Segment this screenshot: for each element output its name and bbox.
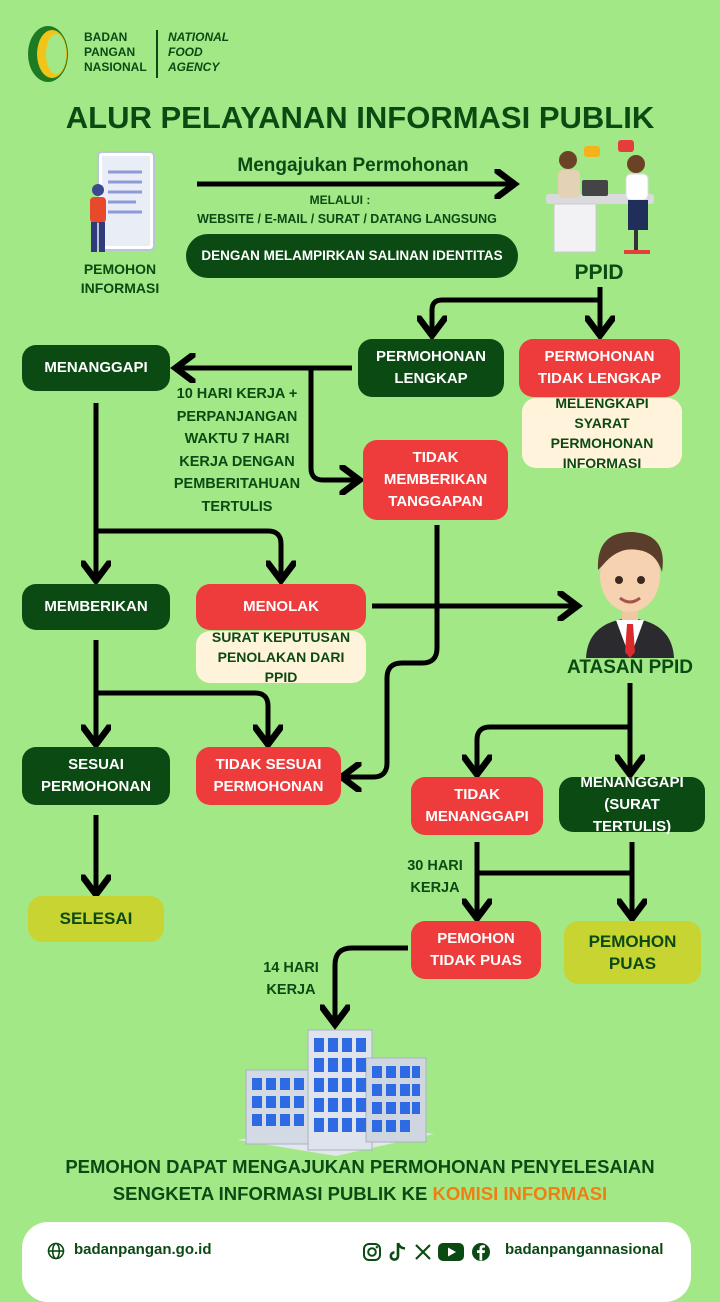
melengkapi-syarat-box: MELENGKAPI SYARAT PERMOHONAN INFORMASI	[522, 395, 682, 471]
menolak-box: MENOLAK	[196, 584, 366, 630]
logo-line-3: NASIONAL	[84, 60, 147, 74]
agency-line-3: AGENCY	[168, 60, 220, 74]
youtube-icon[interactable]	[438, 1243, 464, 1261]
globe-icon	[47, 1242, 65, 1260]
note-30-hari: 30 HARI KERJA	[407, 858, 463, 896]
arrow-to-tidak-memberikan	[308, 368, 357, 480]
pemohon-line-2: INFORMASI	[80, 280, 160, 296]
arrow-to-komisi	[335, 945, 408, 1022]
bottom-statement: PEMOHON DAPAT MENGAJUKAN PERMOHONAN PENY…	[0, 1153, 720, 1207]
arrow-to-tidak-sesuai	[96, 690, 268, 742]
x-icon[interactable]	[414, 1243, 432, 1261]
tidak-menanggapi-box: TIDAK MENANGGAPI	[411, 777, 543, 835]
arrow-to-tidak-menanggapi	[477, 724, 630, 772]
page-title: ALUR PELAYANAN INFORMASI PUBLIK	[65, 100, 655, 135]
logo-icon	[28, 26, 68, 82]
note-14-hari: 14 HARI KERJA	[263, 960, 319, 998]
submit-label: Mengajukan Permohonan	[237, 155, 469, 176]
tidak-sesuai-box: TIDAK SESUAI PERMOHONAN	[196, 747, 341, 805]
footer-bar	[22, 1222, 691, 1302]
surat-keputusan-box: SURAT KEPUTUSAN PENOLAKAN DARI PPID	[196, 629, 366, 685]
permohonan-lengkap-box: PERMOHONAN LENGKAP	[358, 339, 504, 397]
permohonan-tidak-lengkap-box: PERMOHONAN TIDAK LENGKAP	[519, 339, 680, 397]
waktu-note: 10 HARI KERJA + PERPANJANGAN WAKTU 7 HAR…	[173, 386, 301, 515]
logo-text: BADAN PANGAN NASIONAL	[84, 30, 147, 75]
tiktok-icon[interactable]	[388, 1241, 408, 1263]
arrow-ppid-split	[432, 287, 603, 333]
logo-divider	[156, 30, 158, 78]
bottom-line-2: SENGKETA INFORMASI PUBLIK KE KOMISI INFO…	[0, 1180, 720, 1207]
pemohon-line-1: PEMOHON	[83, 261, 157, 277]
pemohon-tidak-puas-box: PEMOHON TIDAK PUAS	[411, 921, 541, 979]
ppid-meeting-illustration	[546, 140, 654, 254]
logo-line-2: PANGAN	[84, 45, 136, 59]
facebook-icon[interactable]	[471, 1242, 491, 1262]
instagram-icon[interactable]	[362, 1242, 382, 1262]
memberikan-box: MEMBERIKAN	[22, 584, 170, 630]
menanggapi-surat-box: MENANGGAPI (SURAT TERTULIS)	[559, 774, 705, 835]
social-handle-link[interactable]: badanpangannasional	[505, 1241, 664, 1258]
sesuai-permohonan-box: SESUAI PERMOHONAN	[22, 747, 170, 805]
bottom-line-1: PEMOHON DAPAT MENGAJUKAN PERMOHONAN PENY…	[65, 1156, 655, 1177]
arrow-to-menolak	[96, 528, 281, 578]
bottom-line-2-text: SENGKETA INFORMASI PUBLIK KE	[112, 1183, 428, 1204]
pemohon-label: PEMOHON INFORMASI	[70, 260, 170, 298]
logo-line-1: BADAN	[84, 30, 128, 44]
logo	[26, 24, 78, 84]
atasan-ppid-label: ATASAN PPID	[567, 657, 693, 678]
menanggapi-box: MENANGGAPI	[22, 345, 170, 391]
melalui-label: MELALUI :	[309, 193, 371, 207]
website-link[interactable]: badanpangan.go.id	[74, 1241, 212, 1258]
selesai-box: SELESAI	[28, 896, 164, 942]
agency-text: NATIONAL FOOD AGENCY	[168, 30, 229, 75]
agency-line-2: FOOD	[168, 45, 203, 59]
tidak-memberikan-box: TIDAK MEMBERIKAN TANGGAPAN	[363, 440, 508, 520]
channels-label: WEBSITE / E-MAIL / SURAT / DATANG LANGSU…	[197, 212, 497, 226]
atasan-ppid-avatar	[586, 532, 674, 658]
identity-pill: DENGAN MELAMPIRKAN SALINAN IDENTITAS	[186, 234, 518, 278]
arrow-tidak-memberikan-down	[344, 525, 440, 777]
pemohon-puas-box: PEMOHON PUAS	[564, 921, 701, 984]
komisi-informasi-highlight: KOMISI INFORMASI	[432, 1183, 608, 1204]
document-person-illustration	[90, 151, 155, 252]
ppid-label: PPID	[574, 261, 624, 284]
komisi-building-illustration	[238, 1029, 434, 1156]
agency-line-1: NATIONAL	[168, 30, 230, 44]
